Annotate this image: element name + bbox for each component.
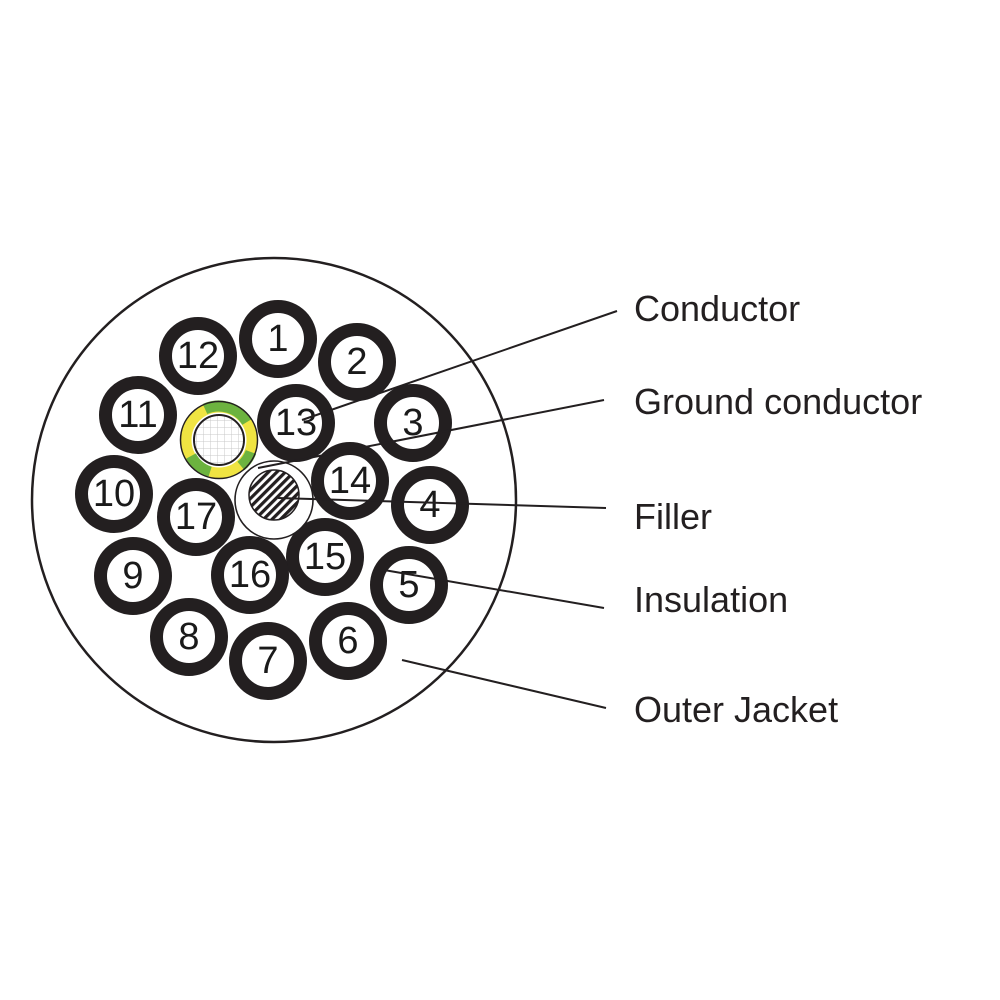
leader-ground-conductor <box>257 399 605 469</box>
core-number: 12 <box>177 335 219 377</box>
leader-conductor <box>301 310 618 421</box>
core-3: 3 <box>374 384 452 462</box>
core-insulation <box>239 300 317 378</box>
core-number: 4 <box>419 484 440 526</box>
ground-conductor <box>179 400 259 480</box>
core-insulation <box>309 602 387 680</box>
core-insulation <box>159 317 237 395</box>
label-outer-jacket: Outer Jacket <box>634 689 838 730</box>
core-insulation <box>150 598 228 676</box>
core-1: 1 <box>239 300 317 378</box>
core-number: 5 <box>398 564 419 606</box>
core-number: 3 <box>402 402 423 444</box>
label-insulation: Insulation <box>634 579 788 620</box>
core-insulation <box>94 537 172 615</box>
core-17: 17 <box>157 478 235 556</box>
core-insulation <box>311 442 389 520</box>
core-number: 14 <box>329 460 371 502</box>
core-number: 13 <box>275 402 317 444</box>
label-conductor: Conductor <box>634 288 800 329</box>
core-7: 7 <box>229 622 307 700</box>
core-10: 10 <box>75 455 153 533</box>
core-insulation <box>99 376 177 454</box>
core-insulation <box>75 455 153 533</box>
core-number: 16 <box>229 554 271 596</box>
core-8: 8 <box>150 598 228 676</box>
core-insulation <box>211 536 289 614</box>
filler-core <box>248 469 300 521</box>
core-insulation <box>286 518 364 596</box>
core-16: 16 <box>211 536 289 614</box>
ground-conductor-core <box>193 414 245 466</box>
core-insulation <box>157 478 235 556</box>
core-number: 15 <box>304 536 346 578</box>
core-14: 14 <box>311 442 389 520</box>
label-ground-conductor: Ground conductor <box>634 381 922 422</box>
core-number: 10 <box>93 473 135 515</box>
core-6: 6 <box>309 602 387 680</box>
filler <box>234 460 314 540</box>
core-number: 11 <box>118 394 157 436</box>
core-insulation <box>257 384 335 462</box>
label-filler: Filler <box>634 496 712 537</box>
core-number: 8 <box>178 616 199 658</box>
core-number: 2 <box>346 341 367 383</box>
core-insulation <box>370 546 448 624</box>
core-2: 2 <box>318 323 396 401</box>
core-15: 15 <box>286 518 364 596</box>
core-number: 9 <box>122 555 143 597</box>
core-insulation <box>318 323 396 401</box>
core-4: 4 <box>391 466 469 544</box>
core-number: 1 <box>267 318 288 360</box>
core-number: 7 <box>257 640 278 682</box>
core-13: 13 <box>257 384 335 462</box>
core-number: 17 <box>175 496 217 538</box>
core-11: 11 <box>99 376 177 454</box>
core-number: 6 <box>337 620 358 662</box>
leader-outer-jacket <box>401 659 607 709</box>
core-insulation <box>374 384 452 462</box>
leader-insulation <box>383 569 605 609</box>
core-insulation <box>391 466 469 544</box>
leader-lines <box>257 310 618 709</box>
leader-filler <box>277 497 607 509</box>
core-9: 9 <box>94 537 172 615</box>
core-insulation <box>229 622 307 700</box>
core-5: 5 <box>370 546 448 624</box>
core-12: 12 <box>159 317 237 395</box>
